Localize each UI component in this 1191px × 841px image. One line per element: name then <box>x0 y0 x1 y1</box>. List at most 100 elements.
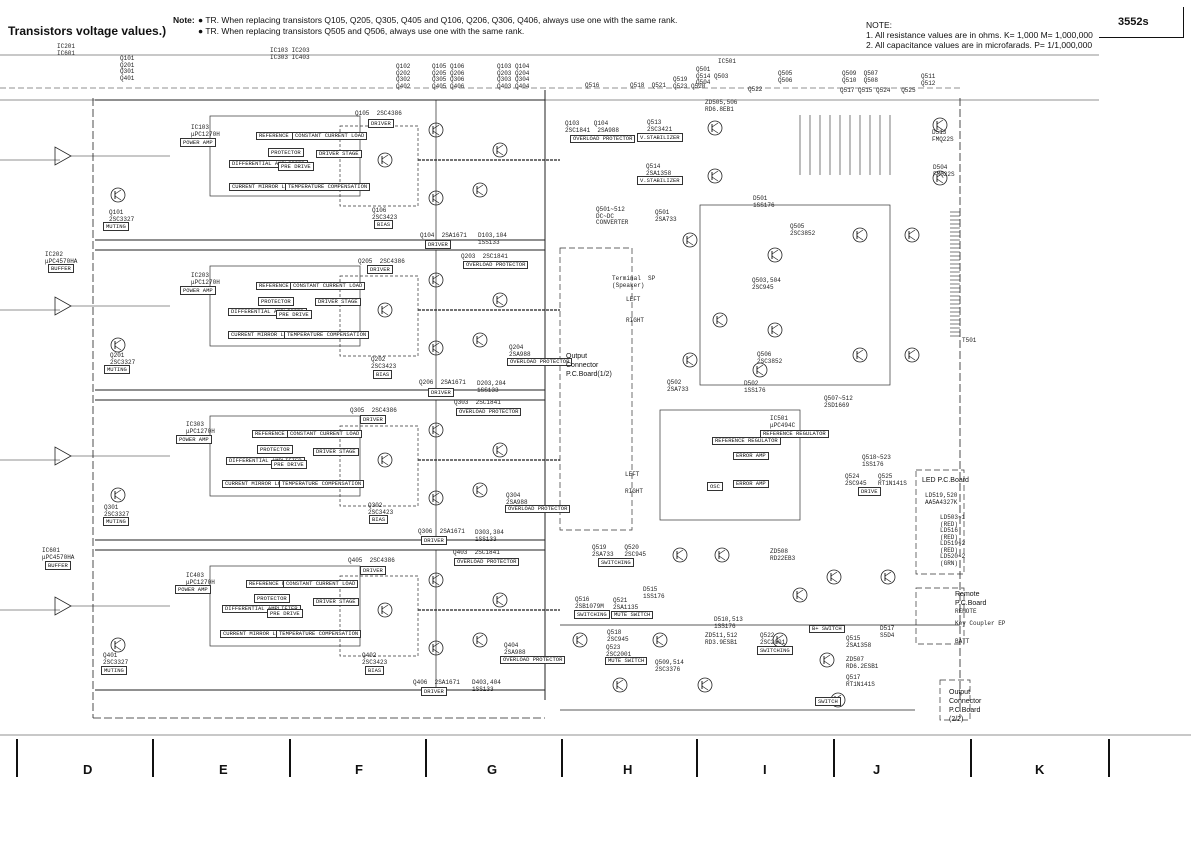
q523-label: Q523 2SC2001 <box>606 644 632 658</box>
transistor-lead <box>771 324 779 330</box>
transistor-lead <box>476 490 484 496</box>
ic-group-label: IC501 <box>718 58 737 65</box>
transistor-lead <box>884 571 892 577</box>
grid-divider <box>16 739 18 777</box>
transistor-lead <box>496 300 504 306</box>
switching-1: SWITCHING <box>598 558 634 567</box>
transistor-lead <box>701 685 709 691</box>
t501-label: T501 <box>962 337 977 344</box>
q302-label: Q302 2SC3423 <box>368 502 394 516</box>
q-group-label: Q517 Q515 Q524 Q525 <box>840 87 916 94</box>
transistor-lead <box>576 634 584 640</box>
transistor-lead <box>576 640 584 646</box>
transistor-lead <box>908 355 916 361</box>
transistor-lead <box>114 645 122 651</box>
power-amp-3: POWER AMP <box>176 435 212 444</box>
grid-divider <box>152 739 154 777</box>
q513-label: Q513 2SC3421 <box>647 119 673 133</box>
overload-protector-2b: OVERLOAD PROTECTOR <box>507 358 573 366</box>
transistor-lead <box>776 640 784 646</box>
remote-board-frame <box>915 587 965 645</box>
heat-sink-outline <box>339 125 419 207</box>
transistor-symbol <box>792 587 808 603</box>
transistor-lead <box>114 495 122 501</box>
transistor-lead <box>476 190 484 196</box>
block-temperature: TEMPERATURE COMPENSATION <box>279 480 365 488</box>
driver-3: DRIVER <box>360 415 386 424</box>
transistor-symbol <box>612 677 628 693</box>
switching-2: SWITCHING <box>574 610 610 619</box>
note-line-1: ● TR. When replacing transistors Q105, Q… <box>198 15 678 25</box>
overload-protector-4b: OVERLOAD PROTECTOR <box>500 656 566 664</box>
d504-label: D504 FMQ22S <box>933 164 955 178</box>
zd507-label: ZD507 RD6.2ESB1 <box>846 656 879 670</box>
ic202-label: IC202 μPC4570HA <box>45 251 78 265</box>
transistor-symbol <box>377 602 393 618</box>
transistor-lead <box>476 184 484 190</box>
v-stabilizer-1: V.STABILIZER <box>637 133 683 142</box>
remote-pin: BATT <box>955 638 970 645</box>
q104-label: Q104 2SA1671 <box>420 232 467 239</box>
d103-label: D103,104 1SS133 <box>478 232 507 246</box>
transistor-lead <box>381 610 389 616</box>
d501-label: D501 1SS176 <box>753 195 775 209</box>
q503-label: Q503,504 2SC945 <box>752 277 781 291</box>
transistor-lead <box>686 234 694 240</box>
transistor-symbol <box>932 170 948 186</box>
transistor-symbol <box>767 322 783 338</box>
transistor-lead <box>476 484 484 490</box>
block-temperature: TEMPERATURE COMPENSATION <box>285 183 371 191</box>
q502-label: Q502 2SA733 <box>667 379 689 393</box>
power-amp-1: POWER AMP <box>180 138 216 147</box>
q-group-label: Q522 <box>748 86 763 93</box>
opamp-symbol <box>54 296 72 316</box>
transistor-lead <box>114 639 122 645</box>
overload-protector-top: OVERLOAD PROTECTOR <box>570 135 636 143</box>
q522-label: Q522 2SC2001 <box>760 632 786 646</box>
transistor-lead <box>476 334 484 340</box>
transistor-lead <box>114 189 122 195</box>
q515-label: Q515 2SA1358 <box>846 635 872 649</box>
converter-outline <box>699 204 891 386</box>
q509-label: Q509,514 2SC3376 <box>655 659 684 673</box>
driver2-4: DRIVER <box>421 687 447 696</box>
right-note-title: NOTE: <box>866 20 892 30</box>
q101-label: Q101 2SC3327 <box>109 209 135 223</box>
transistor-symbol <box>110 487 126 503</box>
transistor-lead <box>796 589 804 595</box>
transistor-symbol <box>672 547 688 563</box>
ic203-label: IC203 μPC1270H <box>191 272 220 286</box>
b-switch: B+ SWITCH <box>809 625 845 633</box>
transistor-lead <box>936 119 944 125</box>
transistor-lead <box>856 235 864 241</box>
transistor-lead <box>936 172 944 178</box>
transistor-symbol <box>110 637 126 653</box>
q204-label: Q204 2SA988 <box>509 344 531 358</box>
transistor-symbol <box>110 187 126 203</box>
grid-divider <box>970 739 972 777</box>
overload-protector-3: OVERLOAD PROTECTOR <box>456 408 522 416</box>
mute-switch-2: MUTE SWITCH <box>605 657 648 665</box>
overload-protector-4: OVERLOAD PROTECTOR <box>454 558 520 566</box>
right-label: RIGHT <box>625 488 644 495</box>
transistor-lead <box>884 577 892 583</box>
transistor-symbol <box>826 569 842 585</box>
ic501-label: IC501 μPC494C <box>770 415 796 429</box>
transistor-symbol <box>492 592 508 608</box>
opamp-symbol <box>54 446 72 466</box>
transistor-lead <box>114 489 122 495</box>
transistor-symbol <box>492 442 508 458</box>
transistor-lead <box>908 235 916 241</box>
transistor-lead <box>381 460 389 466</box>
left-label: LEFT <box>625 471 640 478</box>
transistor-lead <box>823 654 831 660</box>
q519-label: Q519 Q520 2SA733 2SC945 <box>592 544 647 558</box>
transistor-symbol <box>904 227 920 243</box>
transistor-lead <box>701 679 709 685</box>
buffer-2: BUFFER <box>48 264 74 273</box>
transistor-lead <box>656 640 664 646</box>
transistor-lead <box>114 345 122 351</box>
d203-label: D203,204 1SS133 <box>477 380 506 394</box>
q518b-label: Q518 2SC945 <box>607 629 629 643</box>
